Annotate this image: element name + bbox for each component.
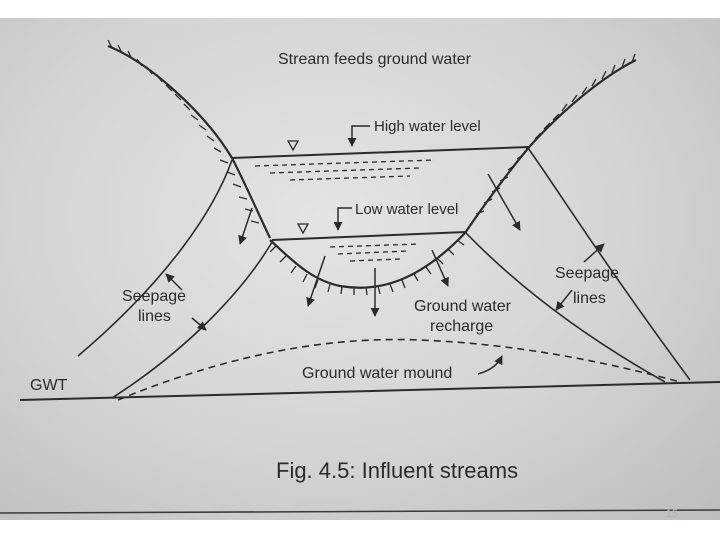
seepage-left-label-1: Seepage xyxy=(122,288,186,305)
high-water-dashes xyxy=(255,160,435,180)
page-number: 15 xyxy=(666,508,678,520)
left-bank-hatching xyxy=(108,40,259,223)
high-water-pointer xyxy=(352,126,370,146)
high-water-triangle xyxy=(288,141,298,150)
low-water-triangle xyxy=(298,224,308,233)
gwt-line xyxy=(20,382,720,400)
low-water-level-line xyxy=(272,232,466,240)
diagram-photo: Stream feeds ground water High water lev… xyxy=(0,18,720,520)
seepage-line-right-outer xyxy=(528,148,690,380)
ground-water-recharge-label-2: recharge xyxy=(430,318,493,335)
high-water-level-label: High water level xyxy=(374,118,481,135)
low-water-level-label: Low water level xyxy=(355,201,458,218)
right-bank-hatching xyxy=(476,54,635,214)
diagram-title: Stream feeds ground water xyxy=(278,51,472,68)
ground-water-mound-label: Ground water mound xyxy=(302,365,452,382)
high-water-level-line xyxy=(232,147,528,158)
seepage-left-label-2: lines xyxy=(138,308,171,325)
low-water-dashes xyxy=(330,244,420,261)
channel-bottom xyxy=(270,233,465,288)
figure-caption: Fig. 4.5: Influent streams xyxy=(276,458,518,483)
seepage-line-left-outer xyxy=(78,160,232,356)
seepage-right-label-2: lines xyxy=(573,290,606,307)
right-bank-surface xyxy=(465,60,636,233)
mound-pointer xyxy=(478,356,502,374)
gwt-label: GWT xyxy=(30,377,68,394)
low-water-pointer xyxy=(338,208,352,230)
seepage-right-label-1: Seepage xyxy=(555,265,619,282)
bottom-rule xyxy=(0,510,720,513)
seepage-line-left-inner xyxy=(112,242,272,398)
influent-stream-diagram: Stream feeds ground water High water lev… xyxy=(0,18,720,520)
ground-water-recharge-label-1: Ground water xyxy=(414,298,512,315)
